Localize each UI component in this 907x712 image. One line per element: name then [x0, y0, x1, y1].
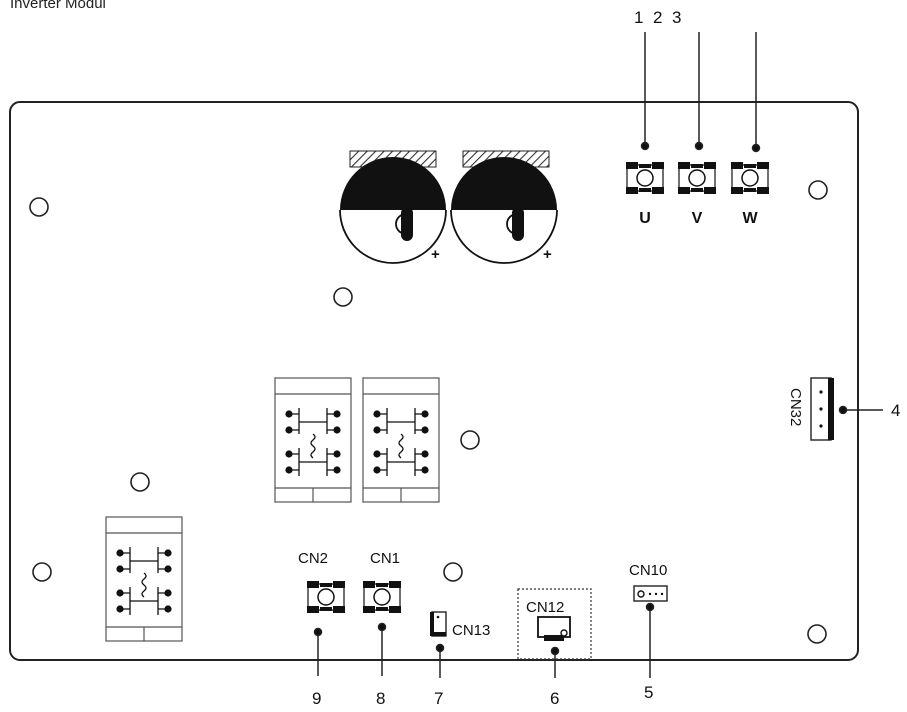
callout-7: 7	[434, 689, 443, 708]
connector-cn1: CN1	[362, 550, 402, 614]
connector-cn12: CN12	[517, 588, 592, 660]
phase-label-u: U	[639, 210, 651, 227]
connector-label-cn13: CN13	[452, 622, 490, 639]
capacitor-polarity: +	[543, 246, 552, 263]
terminal-v: V	[677, 161, 717, 227]
connector-label-cn10: CN10	[629, 562, 667, 579]
connector-cn32: CN32	[787, 377, 834, 441]
connector-cn10: CN10	[629, 562, 668, 602]
connector-label-cn1: CN1	[370, 550, 400, 567]
callout-2: 2	[653, 8, 662, 27]
callout-1: 1	[634, 8, 643, 27]
callout-4: 4	[891, 401, 900, 420]
mounting-hole	[29, 197, 49, 217]
callout-leader-4	[838, 405, 883, 415]
terminal-u: U	[625, 161, 665, 227]
mounting-hole	[808, 180, 828, 200]
relay-block-1	[274, 377, 352, 503]
callout-9: 9	[312, 689, 321, 708]
callout-leaders-bottom	[313, 602, 655, 678]
capacitor-polarity: +	[431, 246, 440, 263]
terminal-w: W	[730, 161, 770, 227]
diagram-title: Inverter Modul	[10, 0, 106, 12]
capacitor-left: +	[339, 150, 447, 264]
callout-5: 5	[644, 683, 653, 702]
relay-block-3	[105, 516, 183, 642]
callout-8: 8	[376, 689, 385, 708]
callout-6: 6	[550, 689, 559, 708]
connector-cn2: CN2	[298, 550, 346, 614]
connector-cn13: CN13	[430, 611, 490, 639]
phase-label-v: V	[692, 210, 703, 227]
capacitor-right: +	[450, 150, 558, 264]
mounting-hole	[130, 472, 150, 492]
mounting-hole	[460, 430, 480, 450]
mounting-hole	[443, 562, 463, 582]
mounting-hole	[32, 562, 52, 582]
connector-label-cn2: CN2	[298, 550, 328, 567]
callout-leaders-top	[640, 32, 761, 153]
connector-label-cn32: CN32	[787, 388, 804, 426]
relay-block-2	[362, 377, 440, 503]
mounting-hole	[333, 287, 353, 307]
mounting-hole	[807, 624, 827, 644]
callout-3: 3	[672, 8, 681, 27]
mounting-holes	[29, 180, 828, 644]
connector-label-cn12: CN12	[526, 599, 564, 616]
phase-label-w: W	[742, 210, 758, 227]
